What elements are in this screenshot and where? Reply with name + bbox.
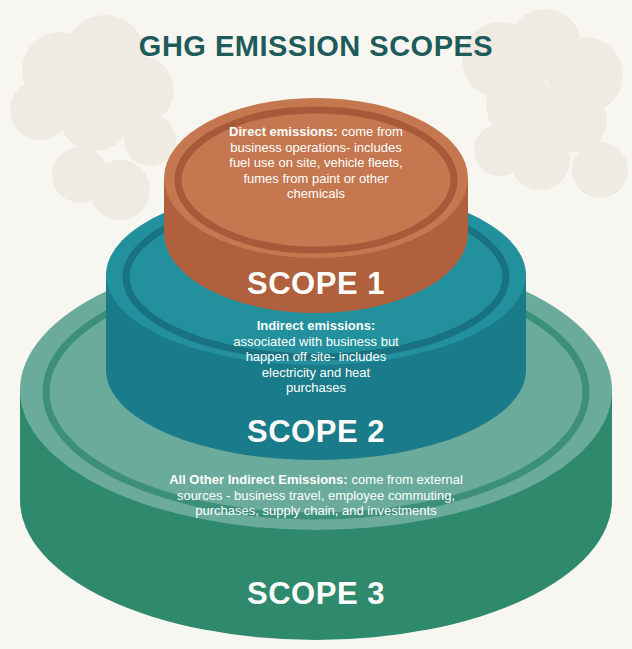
scope-label: SCOPE 3: [247, 576, 385, 612]
description-text: Indirect emissions:associated with busin…: [231, 318, 401, 396]
heading-text: Direct emissions:: [229, 124, 337, 139]
scope-label: SCOPE 1: [247, 266, 385, 302]
title: GHG EMISSION SCOPES: [0, 30, 632, 63]
ring-groove: [178, 110, 454, 250]
description-text: Direct emissions:come from business oper…: [226, 124, 406, 202]
body-text: associated with business but happen off …: [233, 334, 398, 396]
cylinder-top: [20, 250, 612, 530]
cylinder-top: [164, 98, 468, 258]
heading-text: All Other Indirect Emissions:: [169, 472, 347, 487]
scope-tier: Direct emissions:come from business oper…: [164, 98, 468, 315]
heading-text: Indirect emissions:: [231, 318, 401, 334]
description-text: All Other Indirect Emissions:come from e…: [161, 472, 471, 519]
scope-label: SCOPE 2: [247, 414, 385, 450]
